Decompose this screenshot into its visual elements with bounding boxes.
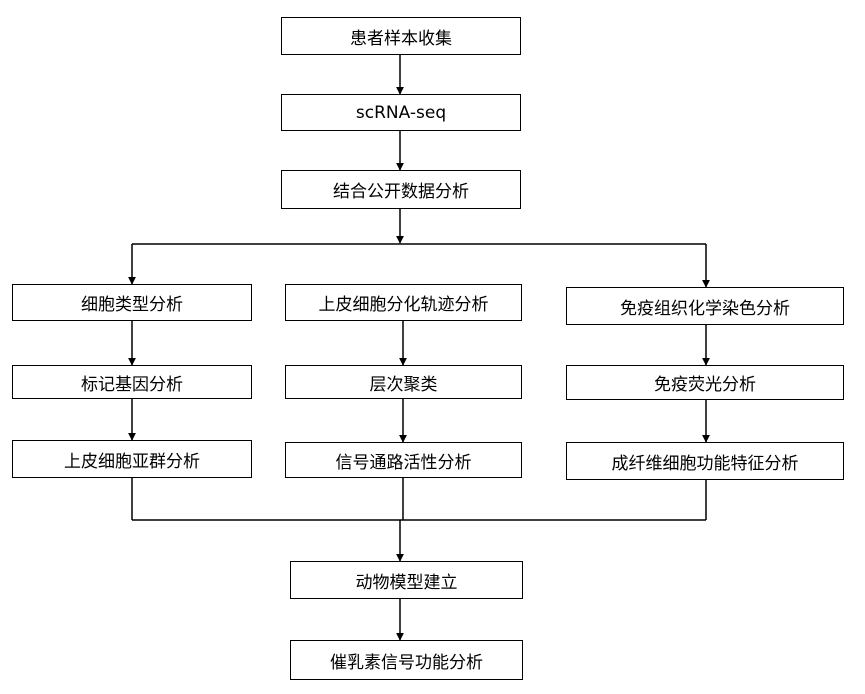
node-left-2: 标记基因分析 <box>12 365 252 399</box>
node-left-1: 细胞类型分析 <box>12 284 252 321</box>
node-animal-model: 动物模型建立 <box>290 561 523 599</box>
node-middle-3: 信号通路活性分析 <box>285 442 522 478</box>
node-public-data: 结合公开数据分析 <box>281 170 521 209</box>
node-middle-1: 上皮细胞分化轨迹分析 <box>285 284 522 321</box>
node-right-3: 成纤维细胞功能特征分析 <box>566 442 844 480</box>
node-right-1: 免疫组织化学染色分析 <box>566 287 844 325</box>
node-scrna-seq: scRNA-seq <box>281 94 521 131</box>
node-collect: 患者样本收集 <box>281 17 521 55</box>
node-prolactin: 催乳素信号功能分析 <box>290 640 523 680</box>
node-left-3: 上皮细胞亚群分析 <box>12 440 252 478</box>
node-right-2: 免疫荧光分析 <box>566 365 844 400</box>
node-middle-2: 层次聚类 <box>285 365 522 399</box>
